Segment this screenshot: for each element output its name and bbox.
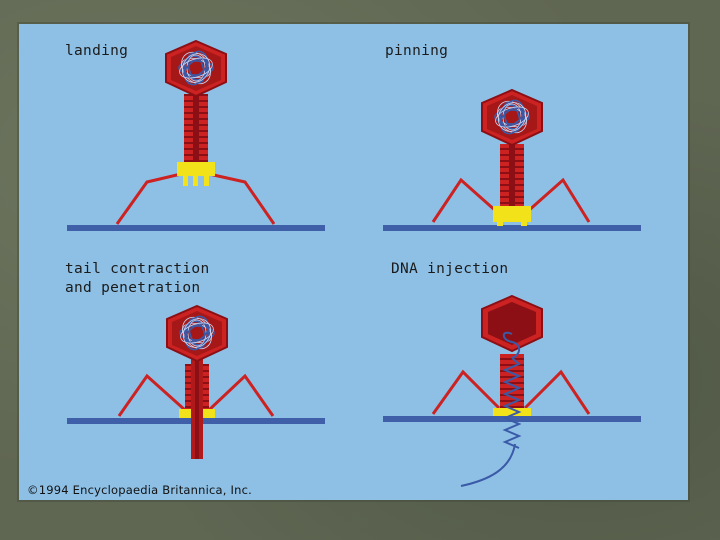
stage-label-landing: landing: [65, 42, 128, 61]
tail-fiber: [433, 180, 497, 222]
tail-fiber: [117, 174, 181, 224]
tail-fiber: [527, 180, 589, 222]
stage-pinning-illustration: [383, 90, 641, 231]
diagram-panel: landing pinning tail contraction and pen…: [19, 24, 688, 500]
cell-membrane: [67, 225, 325, 231]
tail-fiber: [433, 372, 499, 414]
stage-label-pinning: pinning: [385, 42, 448, 61]
base-plate-pin: [497, 222, 503, 226]
dna-strand-tail: [461, 444, 515, 486]
tail-core: [193, 92, 199, 164]
tail-fiber: [209, 376, 273, 416]
stage-landing-illustration: [67, 41, 325, 231]
base-plate-pin: [521, 222, 527, 226]
stage-injection-illustration: [383, 296, 641, 486]
cell-membrane: [383, 225, 641, 231]
tail-core: [509, 142, 515, 208]
stage-label-contraction: tail contraction and penetration: [65, 260, 209, 298]
stage-contraction-illustration: [67, 306, 325, 459]
copyright-notice: ©1994 Encyclopaedia Britannica, Inc.: [27, 483, 252, 497]
tail-fiber: [525, 372, 589, 414]
tail-tube-core: [195, 359, 199, 459]
base-plate: [493, 206, 531, 222]
base-plate: [177, 162, 215, 186]
tail-fiber: [119, 376, 185, 416]
tail-fiber: [209, 174, 274, 224]
stage-label-injection: DNA injection: [391, 260, 508, 279]
